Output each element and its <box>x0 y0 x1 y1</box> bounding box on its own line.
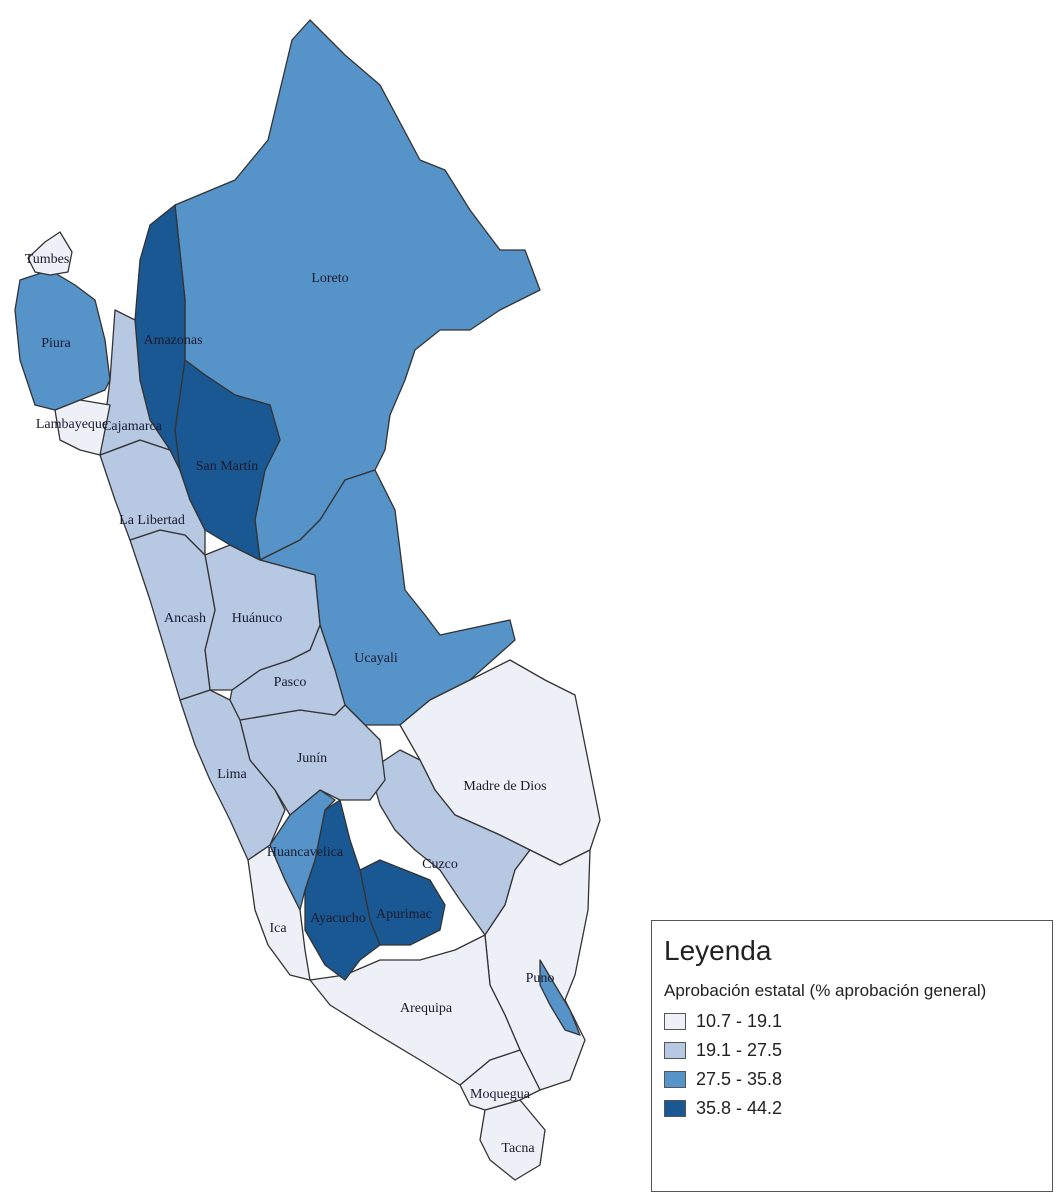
legend-swatch <box>664 1013 686 1030</box>
region-arequipa[interactable] <box>309 934 521 1086</box>
legend-label: 35.8 - 44.2 <box>696 1098 783 1118</box>
legend-subtitle: Aprobación estatal (% aprobación general… <box>664 981 987 1000</box>
region-san-martin[interactable] <box>174 359 281 561</box>
label-piura: Piura <box>41 336 71 351</box>
label-layer: Tumbes Piura Lambayeque Cajamarca Amazon… <box>25 252 555 1156</box>
legend-item: 27.5 - 35.8 <box>664 1069 1040 1090</box>
label-cajamarca: Cajamarca <box>102 419 163 434</box>
region-piura[interactable] <box>14 269 111 411</box>
region-lambayeque[interactable] <box>54 399 111 456</box>
legend-label: 27.5 - 35.8 <box>696 1069 783 1089</box>
label-arequipa: Arequipa <box>400 1001 453 1016</box>
label-loreto: Loreto <box>311 271 348 286</box>
legend-swatch <box>664 1100 686 1117</box>
label-tumbes: Tumbes <box>25 252 70 267</box>
label-pasco: Pasco <box>274 675 307 690</box>
label-junin: Junín <box>297 751 327 766</box>
label-la-libertad: La Libertad <box>119 513 185 528</box>
legend-item: 35.8 - 44.2 <box>664 1098 1040 1119</box>
legend-title: Leyenda <box>664 935 772 966</box>
label-madre-de-dios: Madre de Dios <box>463 779 546 794</box>
legend-swatch <box>664 1071 686 1088</box>
label-amazonas: Amazonas <box>143 333 202 348</box>
label-apurimac: Apurimac <box>376 907 432 922</box>
region-amazonas[interactable] <box>134 204 186 471</box>
region-puno[interactable] <box>484 849 591 1091</box>
legend-label: 19.1 - 27.5 <box>696 1040 783 1060</box>
region-puno-island[interactable] <box>539 959 581 1036</box>
label-ancash: Ancash <box>164 611 206 626</box>
legend-item: 19.1 - 27.5 <box>664 1040 1040 1061</box>
region-tumbes[interactable] <box>27 231 73 276</box>
legend: Leyenda Aprobación estatal (% aprobación… <box>651 920 1053 1192</box>
label-lambayeque: Lambayeque <box>36 417 108 432</box>
region-cajamarca[interactable] <box>99 309 171 456</box>
label-ica: Ica <box>269 921 287 936</box>
label-cuzco: Cuzco <box>422 857 458 872</box>
label-san-martin: San Martín <box>196 459 259 474</box>
legend-label: 10.7 - 19.1 <box>696 1011 783 1031</box>
label-ucayali: Ucayali <box>354 651 398 666</box>
label-huancavelica: Huancavelica <box>267 845 344 860</box>
label-lima: Lima <box>217 767 247 782</box>
label-ayacucho: Ayacucho <box>310 911 365 926</box>
region-tacna[interactable] <box>479 1099 546 1181</box>
legend-swatch <box>664 1042 686 1059</box>
label-tacna: Tacna <box>501 1141 535 1156</box>
region-layer <box>14 19 601 1181</box>
label-puno: Puno <box>526 971 555 986</box>
legend-item: 10.7 - 19.1 <box>664 1011 1040 1032</box>
label-huanuco: Huánuco <box>232 611 283 626</box>
label-moquegua: Moquegua <box>470 1087 531 1102</box>
